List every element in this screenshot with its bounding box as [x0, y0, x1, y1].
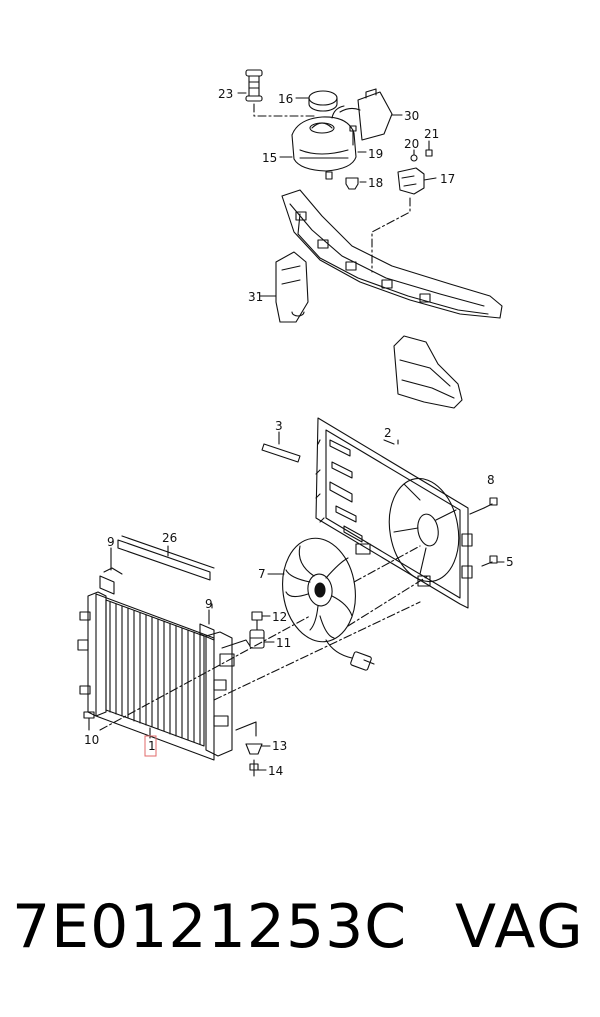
callout-30: 30 — [404, 109, 419, 123]
lock-carrier — [259, 189, 503, 409]
callout-19: 19 — [368, 147, 383, 161]
callout-1: 1 — [148, 739, 156, 753]
callout-labels: 1 2 3 5 7 8 9 9 10 11 12 13 14 15 16 17 … — [84, 87, 514, 778]
callout-21: 21 — [424, 127, 439, 141]
fan-shroud — [261, 417, 505, 609]
callout-13: 13 — [272, 739, 287, 753]
brand-label: VAG — [455, 892, 585, 962]
callout-17: 17 — [440, 172, 455, 186]
callout-23: 23 — [218, 87, 233, 101]
callout-7: 7 — [258, 567, 266, 581]
parts-diagram: 1 2 3 5 7 8 9 9 10 11 12 13 14 15 16 17 … — [77, 69, 514, 778]
callout-18: 18 — [368, 176, 383, 190]
callout-9-top: 9 — [107, 535, 115, 549]
callout-5: 5 — [506, 555, 514, 569]
callout-9-right: 9 — [205, 597, 213, 611]
callout-16: 16 — [278, 92, 293, 106]
callout-20: 20 — [404, 137, 419, 151]
radiator — [77, 547, 421, 761]
callout-10: 10 — [84, 733, 99, 747]
callout-12: 12 — [272, 610, 287, 624]
callout-31: 31 — [248, 290, 263, 304]
part-number: 7E0121253C — [12, 892, 408, 962]
cooling-fan — [267, 537, 429, 671]
callout-11: 11 — [276, 636, 291, 650]
callout-8: 8 — [487, 473, 495, 487]
seal-strip — [117, 535, 215, 581]
highlight-box — [144, 735, 157, 757]
radiator-mounts — [221, 611, 275, 777]
callout-14: 14 — [268, 764, 283, 778]
callout-3: 3 — [275, 419, 283, 433]
expansion-tank — [237, 69, 437, 273]
callout-26: 26 — [162, 531, 177, 545]
callout-2: 2 — [384, 426, 392, 440]
callout-15: 15 — [262, 151, 277, 165]
